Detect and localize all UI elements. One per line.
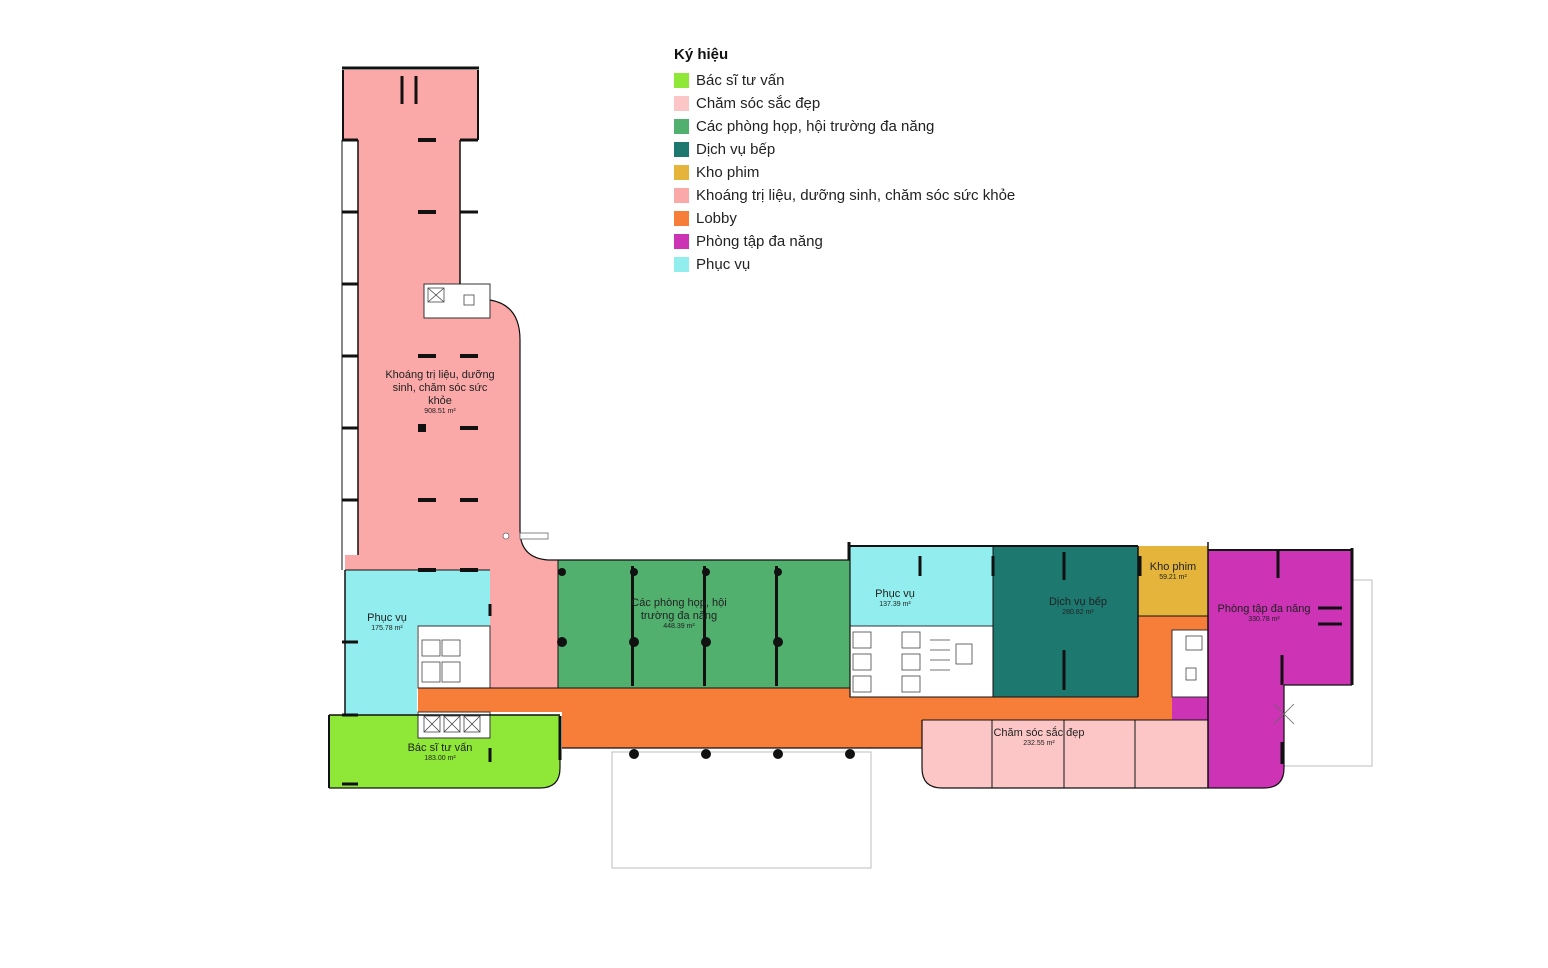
door-marks xyxy=(502,532,1295,725)
area-phuc-vu-left: 175.78 m² xyxy=(371,625,403,632)
area-kho-phim: 59.21 m² xyxy=(1159,574,1187,581)
legend-item: Kho phim xyxy=(674,161,1015,184)
label-phong-tap: Phòng tập đa năng xyxy=(1218,603,1311,615)
legend-swatch xyxy=(674,211,689,226)
room-phuc-vu-left-top xyxy=(345,570,490,626)
area-dich-vu-bep: 280.82 m² xyxy=(1062,609,1094,616)
legend-item: Lobby xyxy=(674,207,1015,230)
legend-label: Dịch vụ bếp xyxy=(696,141,776,158)
legend-label: Lobby xyxy=(696,210,737,227)
label-bac-si: Bác sĩ tư vấn xyxy=(408,742,473,754)
label-phuc-vu-mid: Phục vụ xyxy=(875,588,915,600)
room-phong-tap xyxy=(1172,550,1352,788)
legend-swatch xyxy=(674,188,689,203)
legend-title: Ký hiệu xyxy=(674,46,729,63)
label-cham-soc: Chăm sóc sắc đẹp xyxy=(993,726,1084,739)
legend-item: Phục vụ xyxy=(674,253,1015,276)
legend-item: Bác sĩ tư vấn xyxy=(674,69,1015,92)
legend-swatch xyxy=(674,165,689,180)
terrace-outline-right xyxy=(1284,579,1373,767)
legend-swatch xyxy=(674,96,689,111)
legend-item: Khoáng trị liệu, dưỡng sinh, chăm sóc sứ… xyxy=(674,184,1015,207)
legend-swatch xyxy=(674,234,689,249)
label-khoang-line-1: Khoáng trị liệu, dưỡng xyxy=(385,369,494,381)
label-dich-vu-bep: Dịch vụ bếp xyxy=(1049,596,1107,608)
area-cham-soc: 232.55 m² xyxy=(1023,740,1055,747)
legend-item: Phòng tập đa năng xyxy=(674,230,1015,253)
area-khoang: 908.51 m² xyxy=(424,408,456,415)
label-kho-phim: Kho phim xyxy=(1150,561,1196,573)
legend-label: Chăm sóc sắc đẹp xyxy=(696,95,821,112)
legend-item: Các phòng họp, hội trường đa năng xyxy=(674,115,1015,138)
room-labels: Khoáng trị liệu, dưỡng sinh, chăm sóc sứ… xyxy=(367,369,1310,762)
legend-item: Dịch vụ bếp xyxy=(674,138,1015,161)
label-khoang-line-2: sinh, chăm sóc sức xyxy=(393,382,488,394)
room-bac-si-tu-van xyxy=(329,715,560,788)
legend-item: Chăm sóc sắc đẹp xyxy=(674,92,1015,115)
walls xyxy=(328,66,1354,789)
legend-label: Phòng tập đa năng xyxy=(696,233,823,250)
beauty-partitions xyxy=(991,720,1136,788)
legend-label: Khoáng trị liệu, dưỡng sinh, chăm sóc sứ… xyxy=(696,187,1016,204)
legend-label: Kho phim xyxy=(696,164,760,181)
elevator-cars xyxy=(421,287,1203,733)
area-phong-tap: 330.78 m² xyxy=(1248,616,1280,623)
area-phong-hop: 448.39 m² xyxy=(663,623,695,630)
label-khoang-line-3: khỏe xyxy=(428,395,452,407)
room-kho-phim xyxy=(1138,546,1208,616)
room-lobby xyxy=(418,616,1208,748)
window-marks xyxy=(342,76,1342,786)
legend-label: Phục vụ xyxy=(696,256,751,273)
label-phuc-vu-left: Phục vụ xyxy=(367,612,407,624)
area-bac-si: 183.00 m² xyxy=(424,755,456,762)
room-cham-soc-sac-dep xyxy=(922,720,1208,788)
legend-swatch xyxy=(674,142,689,157)
area-phuc-vu-mid: 137.39 m² xyxy=(879,601,911,608)
label-phong-hop-line-2: trường đa năng xyxy=(641,610,717,622)
legend-swatch xyxy=(674,257,689,272)
label-phong-hop-line-1: Các phòng họp, hội xyxy=(631,597,726,609)
legend-swatch xyxy=(674,73,689,88)
legend-label: Bác sĩ tư vấn xyxy=(696,72,785,89)
legend-label: Các phòng họp, hội trường đa năng xyxy=(696,118,935,135)
legend-swatch xyxy=(674,119,689,134)
column-marks xyxy=(418,138,855,759)
canopy-outline-bottom xyxy=(611,751,872,869)
